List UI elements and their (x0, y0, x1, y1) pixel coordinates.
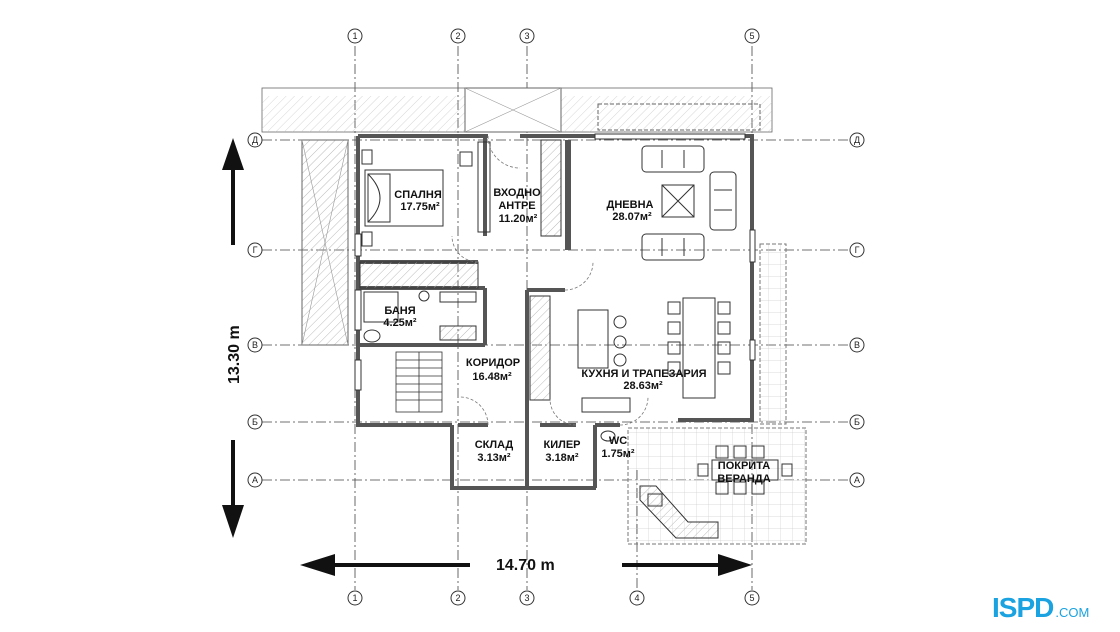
room-labels: СПАЛНЯ 17.75м² ВХОДНО АНТРЕ 11.20м² ДНЕВ… (383, 187, 770, 485)
axis-label: Г (253, 245, 258, 255)
dimension-arrows (222, 138, 752, 576)
axis-label: Б (252, 417, 258, 427)
axis-label: Г (855, 245, 860, 255)
axis-label: А (854, 475, 860, 485)
axis-label: 5 (749, 31, 754, 41)
room-area-bath: 4.25м² (383, 317, 417, 329)
axis-markers-bottom: 1 2 3 4 5 (347, 590, 760, 606)
room-label-veranda-2: ВЕРАНДА (717, 473, 770, 485)
logo-main: ISPD (992, 592, 1054, 623)
axis-label: Д (854, 135, 860, 145)
logo-suffix: .COM (1055, 604, 1090, 620)
room-label-bedroom: СПАЛНЯ (394, 189, 442, 201)
room-label-kitchen: КУХНЯ И ТРАПЕЗАРИЯ (581, 368, 706, 380)
room-area-entrance: 11.20м² (499, 213, 538, 225)
axis-label: В (252, 340, 258, 350)
axis-label: 2 (455, 593, 460, 603)
axis-markers-right: Д Г В Б А (849, 132, 865, 488)
room-area-storage: 3.13м² (477, 452, 511, 464)
axis-label: В (854, 340, 860, 350)
room-label-wc: WC (609, 435, 627, 447)
room-area-corridor: 16.48м² (472, 371, 512, 383)
axis-label: 2 (455, 31, 460, 41)
room-area-wc: 1.75м² (601, 448, 635, 460)
windows (354, 133, 756, 391)
left-overhang (301, 139, 349, 346)
room-label-veranda: ПОКРИТА (718, 460, 770, 472)
axis-label: 3 (524, 31, 529, 41)
axis-markers-top: 1 2 3 5 (347, 28, 760, 44)
room-area-bedroom: 17.75м² (400, 201, 440, 213)
room-label-entrance-2: АНТРЕ (498, 200, 535, 212)
axis-label: 5 (749, 593, 754, 603)
room-area-kitchen: 28.63м² (623, 380, 663, 392)
axis-label: 1 (352, 31, 357, 41)
room-label-storage: СКЛАД (475, 439, 514, 451)
room-area-pantry: 3.18м² (545, 452, 579, 464)
axis-label: Д (252, 135, 258, 145)
room-area-living: 28.07м² (612, 211, 652, 223)
axis-label: 3 (524, 593, 529, 603)
room-label-entrance: ВХОДНО (493, 187, 541, 199)
width-dimension: 14.70 m (496, 557, 555, 574)
axis-label: 1 (352, 593, 357, 603)
room-label-corridor: КОРИДОР (466, 357, 520, 369)
room-label-pantry: КИЛЕР (543, 439, 580, 451)
height-dimension: 13.30 m (226, 325, 243, 384)
room-label-living: ДНЕВНА (607, 199, 654, 211)
axis-markers-left: Д Г В Б А (247, 132, 263, 488)
axis-label: А (252, 475, 258, 485)
axis-label: Б (854, 417, 860, 427)
doors (451, 135, 649, 426)
terrace-railing (261, 87, 773, 133)
site-logo: ISPD .COM (992, 591, 1089, 625)
furniture (359, 139, 793, 539)
room-label-bath: БАНЯ (384, 305, 415, 317)
axis-label: 4 (634, 593, 639, 603)
